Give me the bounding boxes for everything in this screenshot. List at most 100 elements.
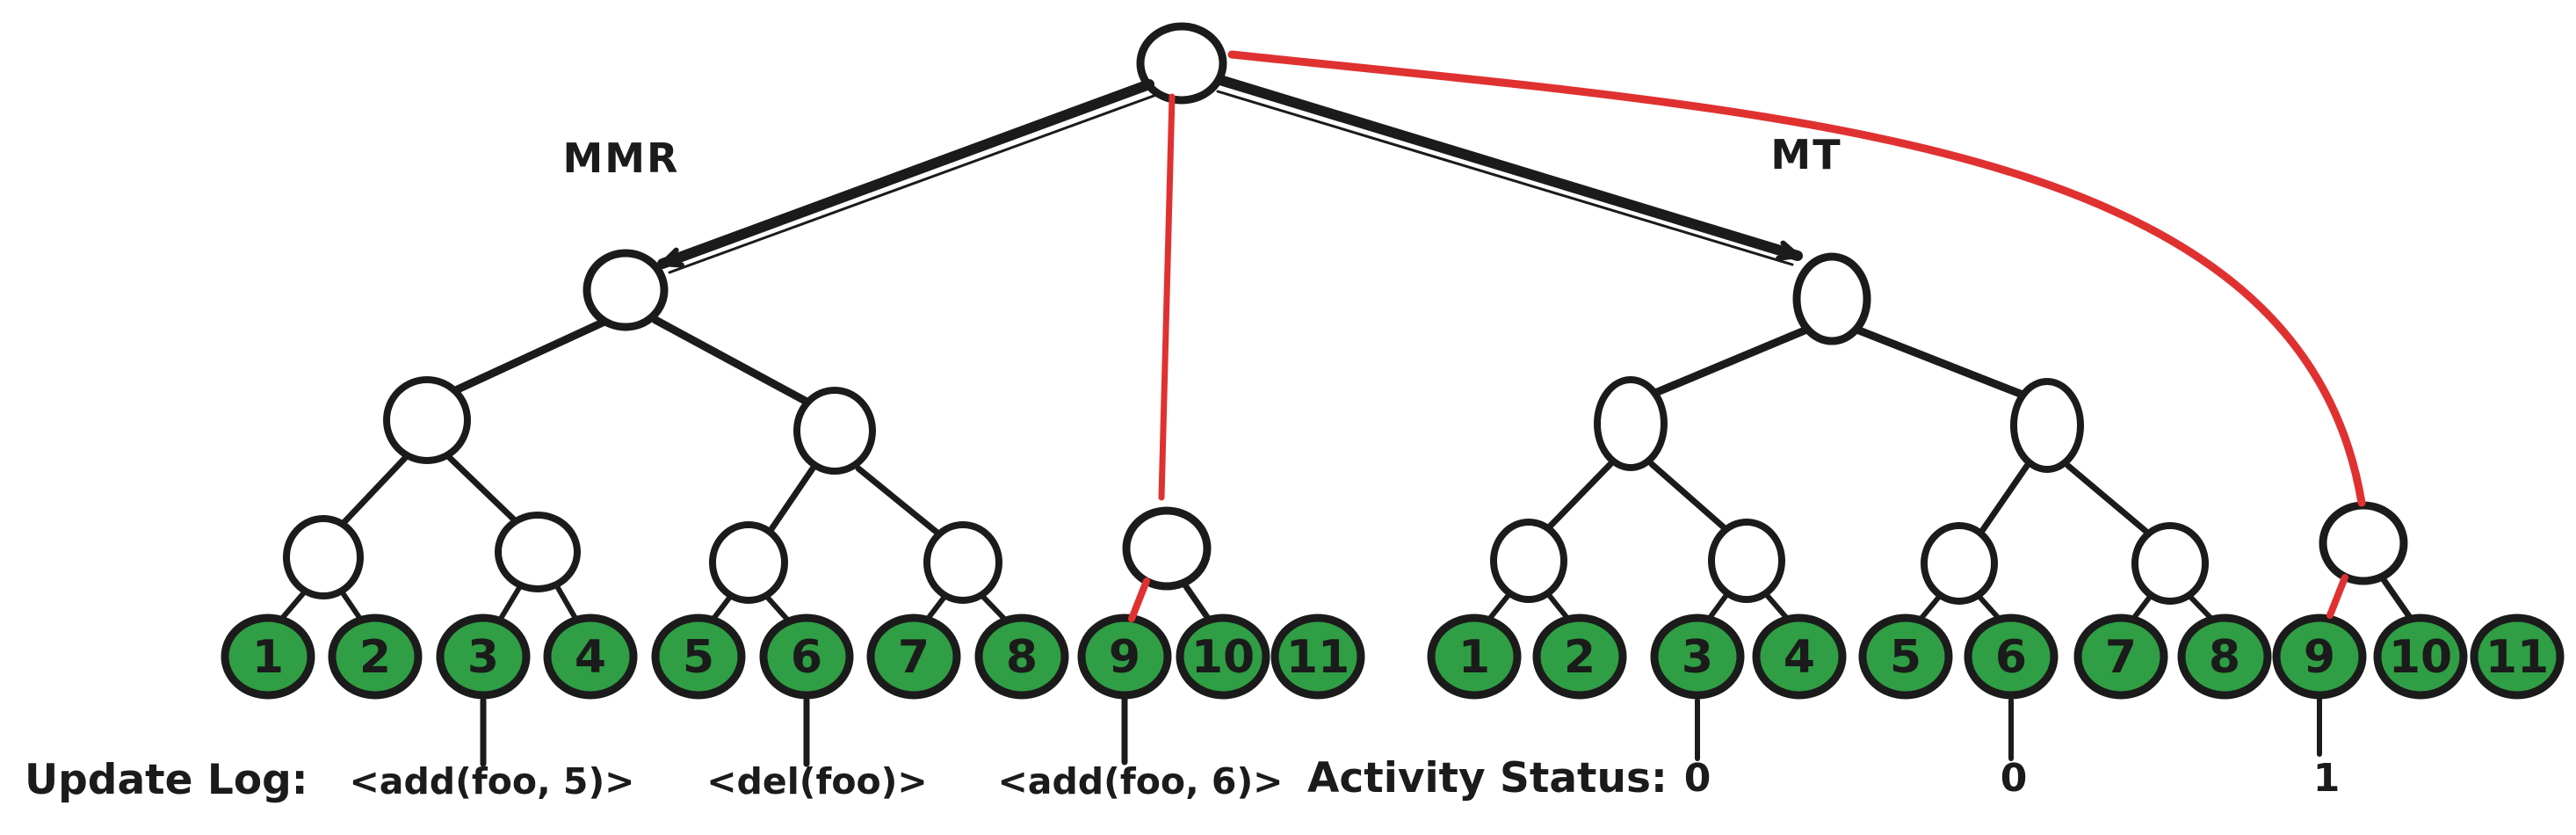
red-root-to-mt-peak [1227, 50, 2366, 507]
edge-mmr-n4-1-leaf-2 [339, 589, 365, 624]
mmr-leaf-6-label: 6 [791, 631, 822, 684]
mt-leaf-4 [1752, 614, 1847, 700]
internal-node-mmr-n4-2 [495, 512, 581, 592]
mmr-leaf-5 [651, 614, 746, 700]
mt-leaf-9 [2272, 614, 2367, 700]
mmr-tree-label: MMR [563, 134, 680, 182]
update-log-label: Update Log: [25, 756, 308, 804]
edge-mmr-n4-2-leaf-4 [554, 584, 580, 624]
mt-leaf-4-label: 4 [1784, 631, 1815, 684]
internal-node-root [1136, 22, 1227, 105]
root-and-red-links-layer [657, 50, 2366, 622]
mmr-leaf-11-label: 11 [1286, 631, 1350, 684]
mmr-leaf-6 [759, 614, 854, 700]
mt-leaf-3-label: 3 [1682, 631, 1713, 684]
mt-leaf-9-label: 9 [2304, 631, 2335, 684]
update-log-entry-3: <add(foo, 6)> [997, 760, 1283, 802]
mmr-leaf-8 [974, 614, 1069, 700]
mmr-leaf-10 [1176, 614, 1270, 700]
internal-node-mmr-peak-9-10 [1122, 506, 1212, 591]
internal-node-mt-n3-left [1594, 376, 1668, 471]
internal-node-mmr-n4-3 [709, 521, 788, 604]
mt-leaf-8 [2177, 614, 2272, 700]
internal-node-mt-peak-9-10 [2319, 501, 2408, 585]
edge-mt-n3l-n4-2 [1648, 461, 1727, 531]
edge-mmr-n3r-n4-4 [855, 465, 942, 537]
internal-node-mmr-n2 [582, 249, 669, 331]
mmr-leaf-3 [436, 614, 531, 700]
internal-node-mmr-n4-4 [923, 521, 1002, 604]
edge-root-mmr-n2-double [668, 93, 1158, 274]
mt-leaf-1 [1427, 614, 1522, 700]
mmr-leaf-1-label: 1 [252, 631, 284, 684]
mmr-leaf-7 [866, 614, 961, 700]
internal-node-mmr-n3-left [383, 376, 471, 464]
edge-mt-n3r-n4-3 [1979, 462, 2030, 534]
mt-leaf-8-label: 8 [2209, 631, 2240, 684]
mt-leaf-7-label: 7 [2105, 631, 2137, 684]
text-layer: MMR MT Update Log: <add(foo, 5)> <del(fo… [25, 131, 2340, 804]
mt-leaf-6 [1964, 614, 2059, 700]
edge-mmr-n3l-n4-2 [445, 454, 520, 526]
edge-mmr-n3r-n4-3 [766, 465, 816, 535]
edge-root-mt-n2 [1218, 76, 1803, 261]
internal-node-mt-n4-1 [1490, 519, 1567, 603]
internal-node-mt-n3-right [2010, 378, 2084, 473]
mt-leaf-2 [1532, 614, 1627, 700]
edge-mmr-n2-n3-right [651, 316, 814, 408]
update-log-entry-2: <del(foo)> [706, 760, 928, 802]
mt-leaf-5 [1858, 614, 1953, 700]
mmr-leaf-9 [1077, 614, 1172, 700]
mt-leaf-10 [2373, 614, 2468, 700]
red-root-to-mmr-peak [1158, 93, 1176, 501]
internal-node-mmr-n3-right [793, 387, 876, 475]
internal-node-mt-n2 [1792, 252, 1871, 345]
mt-leaf-10-label: 10 [2389, 631, 2452, 684]
edge-mt-n3l-n4-1 [1545, 461, 1614, 531]
mmr-leaf-9-label: 9 [1109, 631, 1140, 684]
mt-leaf-2-label: 2 [1564, 631, 1596, 684]
internal-node-mt-n4-4 [2131, 522, 2209, 605]
activity-status-value-1: 0 [1684, 756, 1711, 801]
red-mmr-peak-to-leaf-9 [1128, 577, 1150, 622]
edge-root-mt-n2-double [1216, 90, 1794, 266]
mmr-leaf-1 [221, 614, 315, 700]
mmr-leaf-5-label: 5 [683, 631, 714, 684]
edge-mmr-n4-2-leaf-3 [496, 584, 523, 624]
mt-leaf-11-label: 11 [2486, 631, 2549, 684]
edge-mt-n2-n3-left [1651, 326, 1809, 397]
mmr-leaf-11 [1270, 614, 1365, 700]
mmr-leaf-4-label: 4 [575, 631, 606, 684]
edge-root-mmr-n2 [657, 79, 1154, 269]
update-log-entry-1: <add(foo, 5)> [349, 760, 634, 802]
edge-mt-n2-n3-right [1855, 326, 2027, 399]
internal-node-mmr-n4-1 [283, 515, 364, 599]
mt-leaf-3 [1650, 614, 1745, 700]
mt-tree-label: MT [1770, 131, 1842, 178]
mt-leaf-5-label: 5 [1890, 631, 1921, 684]
edge-mmr-n2-n3-left [444, 317, 609, 398]
mt-leaf-11 [2470, 614, 2565, 700]
mt-leaf-1-label: 1 [1458, 631, 1490, 684]
mmr-leaf-10-label: 10 [1191, 631, 1255, 684]
internal-node-mt-n4-2 [1708, 519, 1785, 603]
mmr-leaf-2-label: 2 [359, 631, 391, 684]
mmr-leaf-7-label: 7 [898, 631, 930, 684]
mmr-leaf-4 [543, 614, 638, 700]
edge-mmr-n3l-n4-1 [338, 454, 409, 528]
mt-leaf-6-label: 6 [1995, 631, 2027, 684]
mmr-leaf-3-label: 3 [467, 631, 499, 684]
mt-leaf-7 [2073, 614, 2168, 700]
internal-node-mt-n4-3 [1921, 522, 1998, 605]
edge-mmr-n4-3-leaf-6 [764, 594, 792, 625]
activity-status-value-2: 0 [2001, 756, 2028, 801]
red-mt-peak-to-leaf-9 [2326, 574, 2348, 619]
mmr-leaf-2 [328, 614, 423, 700]
edge-mt-n3r-n4-4 [2065, 462, 2149, 534]
mmr-leaf-8-label: 8 [1006, 631, 1038, 684]
edge-mmr-peak-leaf-10 [1180, 579, 1212, 623]
edge-mt-peak-leaf-10 [2379, 575, 2414, 622]
